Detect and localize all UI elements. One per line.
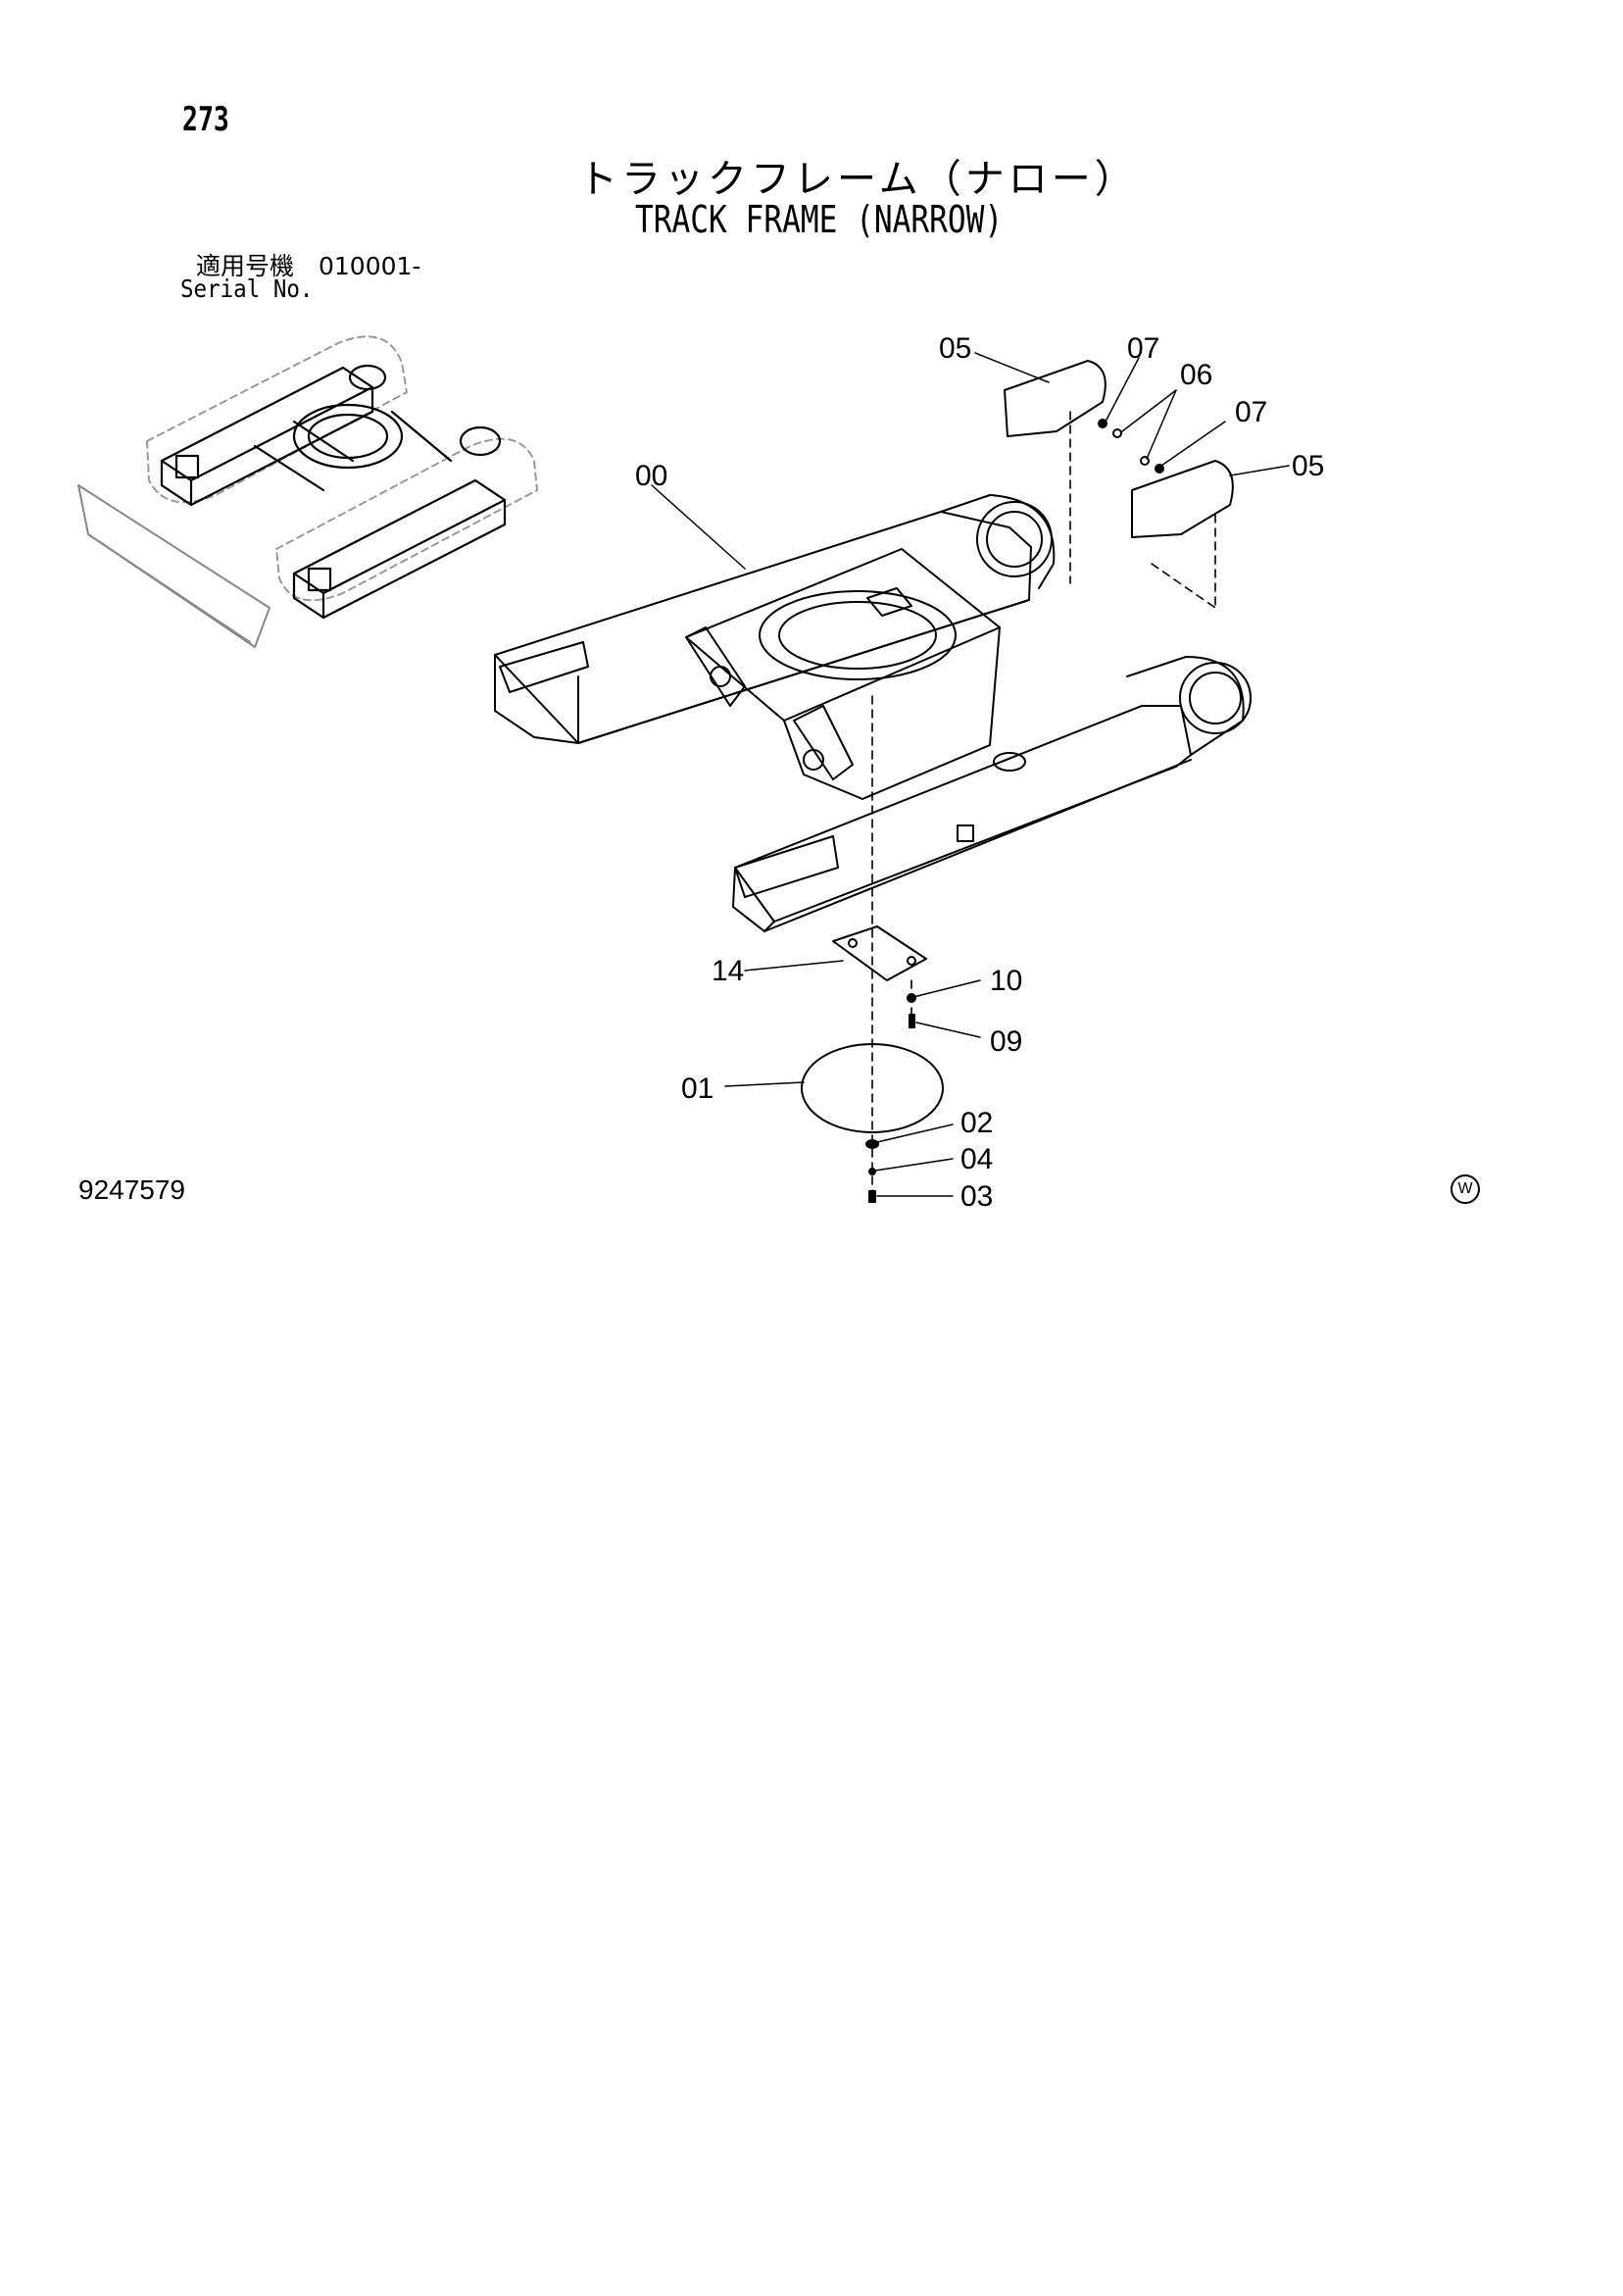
front-motor-housing [1126,656,1245,756]
title-japanese: トラックフレーム（ナロー） [578,157,1138,202]
swing-ring-outer [759,590,957,680]
rear-idler-ring [976,501,1053,577]
callout-05-lower: 05 [1292,450,1324,482]
callout-02: 02 [960,1107,993,1139]
front-rail-top [734,705,1192,923]
bolt-07-lower [1155,464,1164,474]
callout-06: 06 [1180,359,1212,391]
page-number: 273 [182,100,229,139]
cover-05-upper [1004,360,1107,437]
rear-idler-housing [940,494,1056,589]
center-body-side [783,626,1001,800]
thumbnail-tracks-outline [146,335,538,602]
swing-ring-cutout [866,587,912,617]
bolt-07-upper [1098,419,1107,428]
callout-03: 03 [960,1180,993,1213]
exploded-parts [801,360,1234,1203]
front-motor-ring [1179,662,1252,734]
title-english: TRACK FRAME (NARROW) [635,198,1004,241]
blade-bracket-right [793,705,854,780]
callout-04: 04 [960,1143,993,1175]
swing-ring-inner [778,601,937,670]
front-rail-bottom-edge [763,759,1192,932]
blade-pin-right [803,749,824,771]
track-frame [494,494,1252,932]
callout-14: 14 [712,955,744,987]
blade-bracket-left [685,626,746,707]
plate-bolt-hole-b [907,956,916,966]
rear-rail-top [494,511,1032,744]
callout-01: 01 [681,1073,713,1105]
cover-05-lower [1131,460,1234,538]
washer-06-lower [1140,456,1150,466]
leader-lines [651,352,1290,1197]
blade-pin-left [710,666,731,687]
callout-07-upper: 07 [1127,332,1159,365]
inspection-hole [993,752,1026,772]
serial-label-japanese: 適用号機 010001- [196,252,421,280]
assembly-lines [871,411,1216,1202]
callout-07-lower: 07 [1235,396,1267,428]
thumbnail-blade [77,484,270,648]
front-rail-end [732,867,775,932]
serial-label-english: Serial No. [180,275,314,303]
thumbnail-frame [160,364,507,620]
rear-rail-end [494,654,579,744]
rear-idler-inner-ring [986,511,1043,568]
callout-labels: 00 05 07 06 07 05 14 10 09 01 02 04 03 [635,332,1324,1213]
mounting-plate-14 [832,925,927,981]
front-rail-slot [734,835,839,898]
washer-06-upper [1112,428,1122,438]
w-mark-icon: W [1451,1174,1480,1204]
plate-bolt-hole-a [848,938,858,948]
frame-square-hole [957,824,974,842]
rear-rail-slot [499,641,589,693]
front-motor-inner-ring [1189,672,1242,724]
callout-00: 00 [635,460,667,492]
callout-05-upper: 05 [939,332,971,365]
callout-09: 09 [990,1025,1022,1058]
callout-10: 10 [990,965,1022,997]
overview-thumbnail [77,335,538,648]
diagram-id: 9247579 [78,1174,186,1205]
